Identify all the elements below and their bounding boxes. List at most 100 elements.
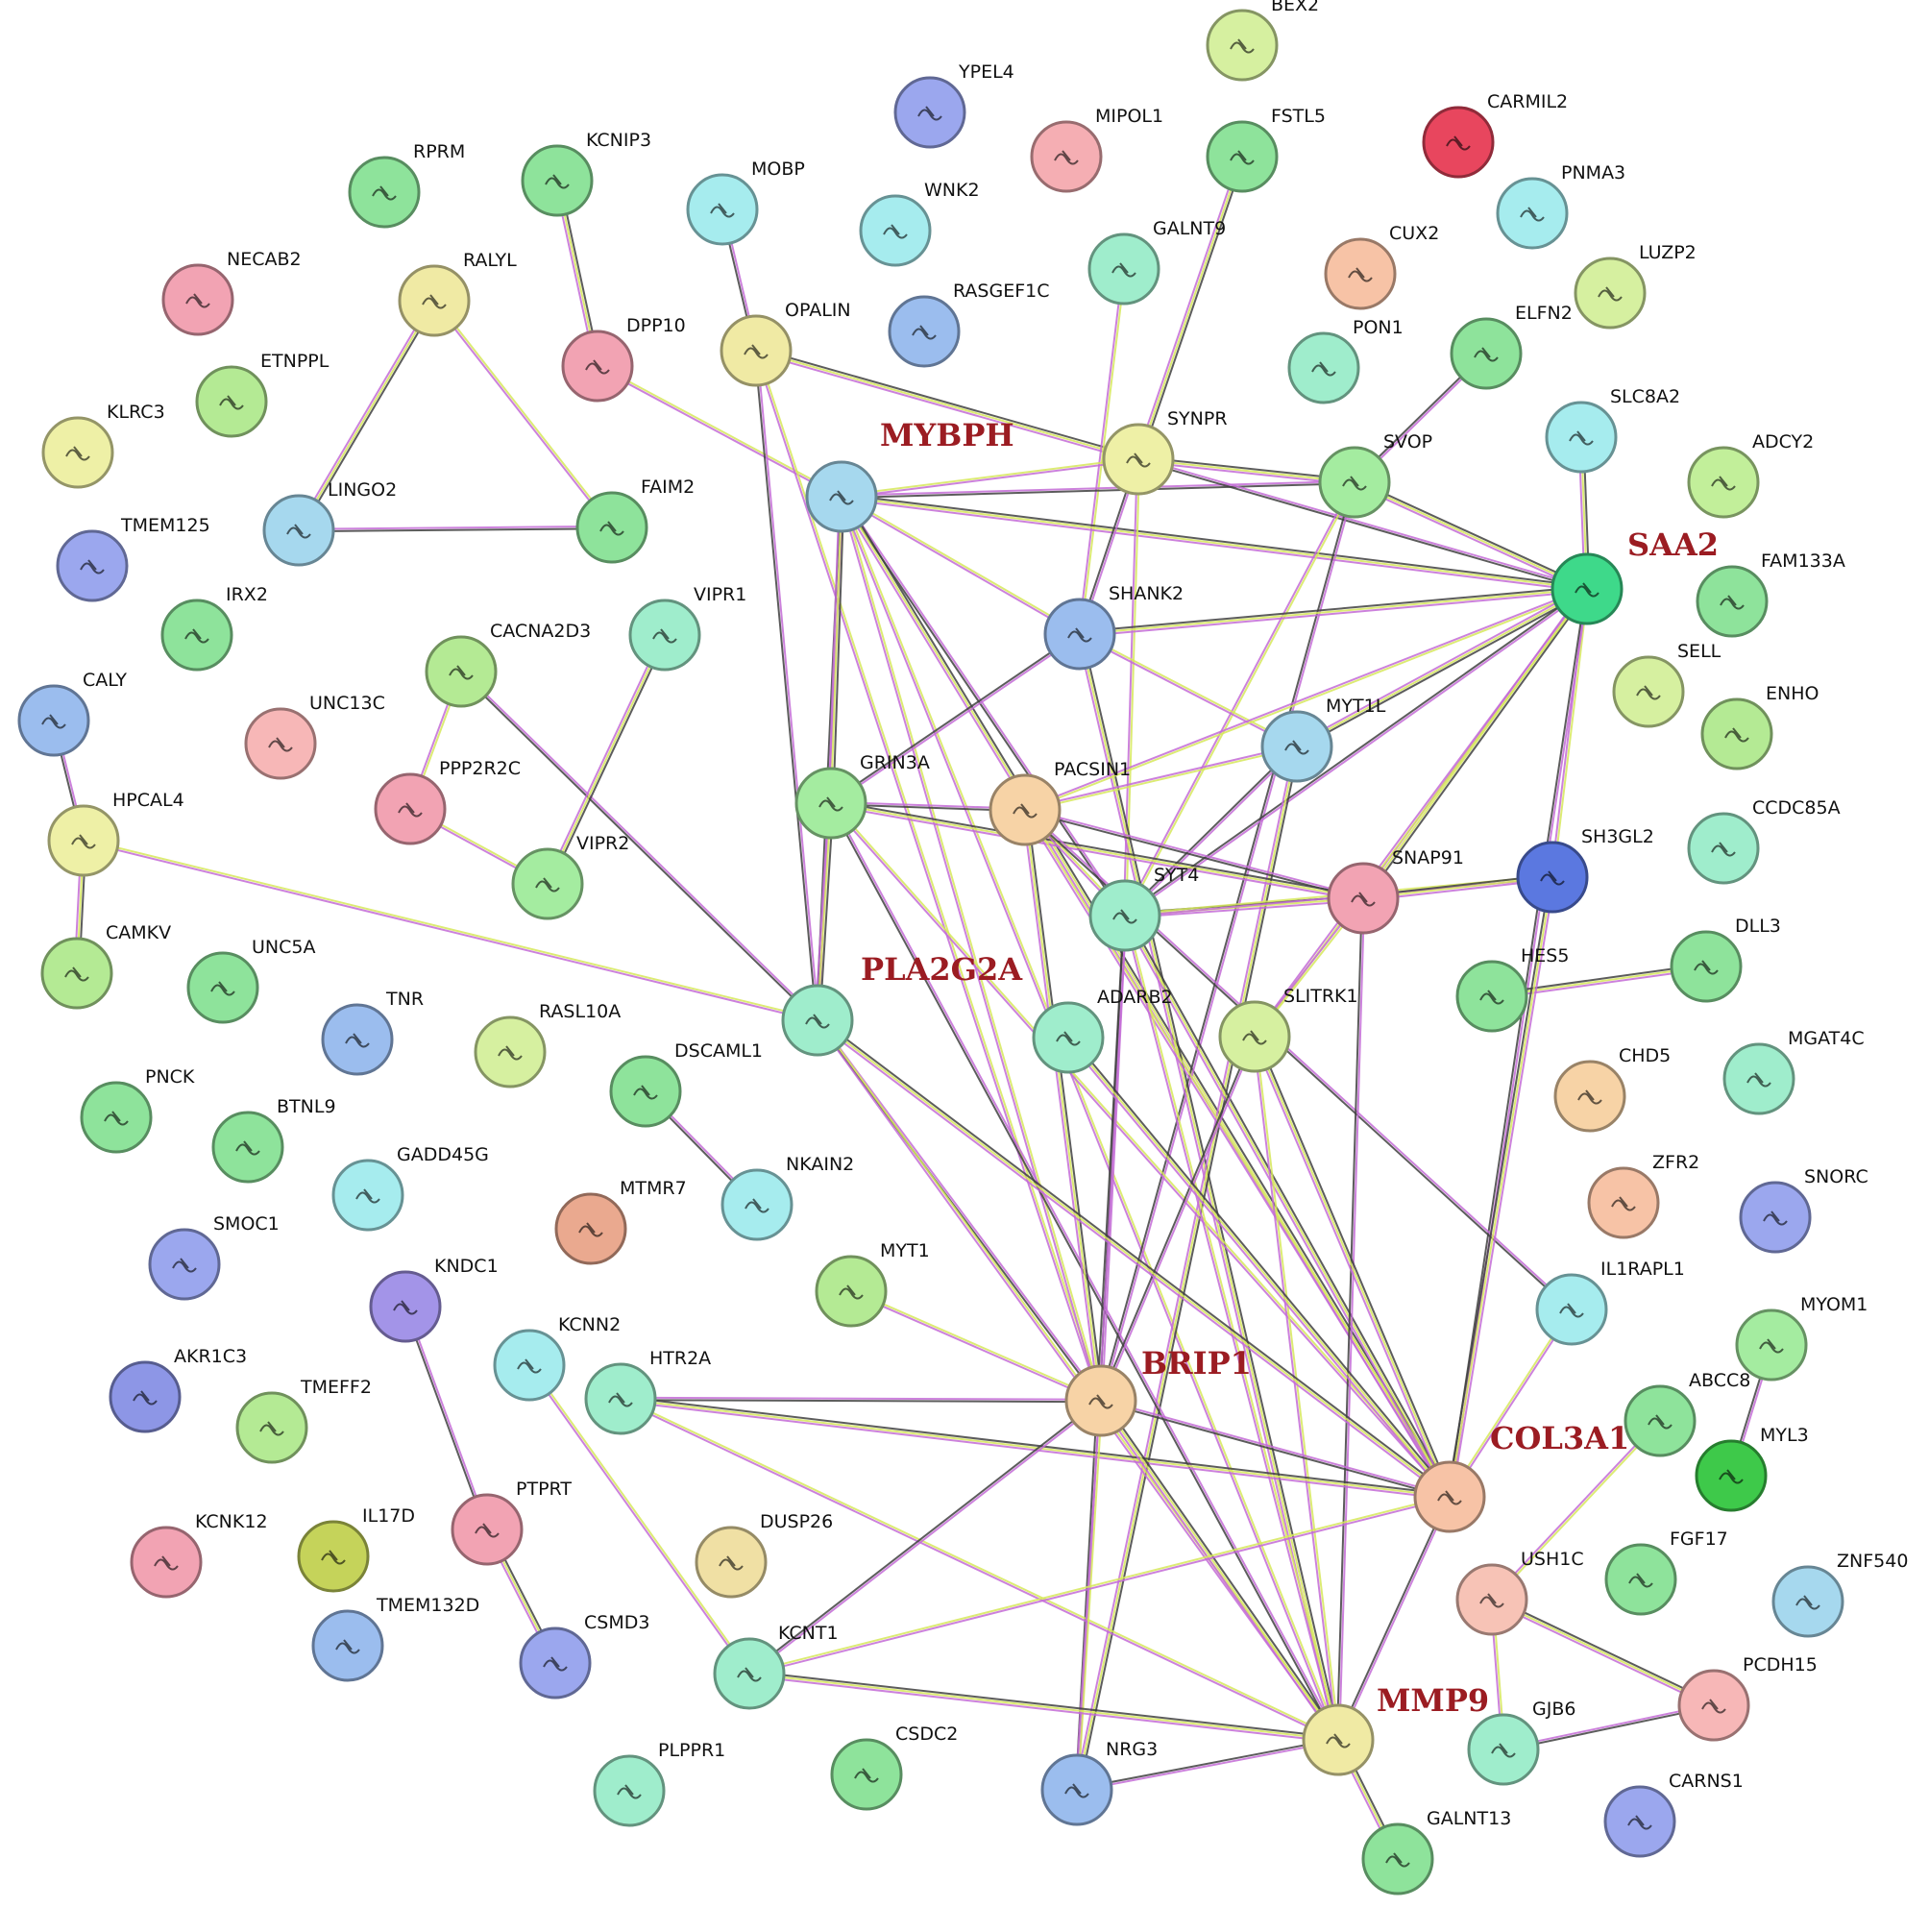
node-carns1[interactable]: CARNS1 xyxy=(1603,1771,1744,1858)
node-opalin[interactable]: OPALIN xyxy=(720,300,851,387)
node-cacna2d3[interactable]: CACNA2D3 xyxy=(425,621,591,708)
node-mybph[interactable]: MYBPH xyxy=(805,417,1014,533)
node-snap91[interactable]: SNAP91 xyxy=(1327,847,1464,935)
node-adarb2[interactable]: ADARB2 xyxy=(1032,987,1173,1074)
node-faim2[interactable]: FAIM2 xyxy=(575,477,695,564)
node-myom1[interactable]: MYOM1 xyxy=(1735,1294,1868,1382)
node-slc8a2[interactable]: SLC8A2 xyxy=(1545,386,1680,474)
node-vipr2[interactable]: VIPR2 xyxy=(511,833,629,920)
node-unc13c[interactable]: UNC13C xyxy=(244,693,385,780)
node-galnt13[interactable]: GALNT13 xyxy=(1361,1808,1511,1895)
node-brip1[interactable]: BRIP1 xyxy=(1064,1345,1252,1437)
node-snorc[interactable]: SNORC xyxy=(1739,1166,1868,1254)
node-smoc1[interactable]: SMOC1 xyxy=(148,1213,280,1301)
node-btnl9[interactable]: BTNL9 xyxy=(211,1096,336,1184)
node-nkain2[interactable]: NKAIN2 xyxy=(720,1154,854,1241)
node-wnk2[interactable]: WNK2 xyxy=(859,180,980,267)
node-htr2a[interactable]: HTR2A xyxy=(584,1348,711,1435)
node-camkv[interactable]: CAMKV xyxy=(40,922,171,1010)
node-gadd45g[interactable]: GADD45G xyxy=(331,1144,489,1232)
node-hpcal4[interactable]: HPCAL4 xyxy=(47,790,184,877)
node-pcdh15[interactable]: PCDH15 xyxy=(1677,1654,1818,1742)
node-etnppl[interactable]: ETNPPL xyxy=(195,351,330,438)
node-pnck[interactable]: PNCK xyxy=(80,1066,195,1154)
node-dscaml1[interactable]: DSCAML1 xyxy=(609,1040,763,1128)
node-abcc8[interactable]: ABCC8 xyxy=(1624,1370,1750,1457)
node-bex2[interactable]: BEX2 xyxy=(1206,0,1319,82)
node-sell[interactable]: SELL xyxy=(1612,641,1721,728)
node-ralyl[interactable]: RALYL xyxy=(398,250,517,337)
node-dusp26[interactable]: DUSP26 xyxy=(695,1511,833,1599)
node-svop[interactable]: SVOP xyxy=(1318,431,1432,519)
node-il17d[interactable]: IL17D xyxy=(297,1505,415,1593)
node-kcnk12[interactable]: KCNK12 xyxy=(130,1511,268,1599)
node-synpr[interactable]: SYNPR xyxy=(1102,408,1228,496)
node-vipr1[interactable]: VIPR1 xyxy=(628,584,746,672)
node-hes5[interactable]: HES5 xyxy=(1455,945,1569,1033)
node-mmp9[interactable]: MMP9 xyxy=(1302,1682,1489,1776)
node-kcnn2[interactable]: KCNN2 xyxy=(493,1314,621,1402)
node-rasgef1c[interactable]: RASGEF1C xyxy=(888,281,1050,368)
node-ush1c[interactable]: USH1C xyxy=(1455,1549,1584,1636)
node-znf540[interactable]: ZNF540 xyxy=(1771,1551,1908,1638)
node-pla2g2a[interactable]: PLA2G2A xyxy=(781,951,1023,1057)
node-chd5[interactable]: CHD5 xyxy=(1553,1045,1671,1133)
node-fgf17[interactable]: FGF17 xyxy=(1604,1528,1728,1616)
node-kcnip3[interactable]: KCNIP3 xyxy=(521,130,651,217)
node-tnr[interactable]: TNR xyxy=(321,989,424,1076)
node-tmem125[interactable]: TMEM125 xyxy=(56,515,210,602)
node-mgat4c[interactable]: MGAT4C xyxy=(1722,1028,1865,1115)
node-ptprt[interactable]: PTPRT xyxy=(451,1479,572,1566)
node-enho[interactable]: ENHO xyxy=(1700,683,1819,770)
node-ccdc85a[interactable]: CCDC85A xyxy=(1687,797,1841,885)
node-mipol1[interactable]: MIPOL1 xyxy=(1030,106,1163,193)
node-kndc1[interactable]: KNDC1 xyxy=(369,1256,499,1343)
node-dll3[interactable]: DLL3 xyxy=(1670,916,1781,1003)
node-elfn2[interactable]: ELFN2 xyxy=(1450,303,1573,390)
node-pnma3[interactable]: PNMA3 xyxy=(1496,162,1625,250)
node-cux2[interactable]: CUX2 xyxy=(1324,223,1439,310)
node-gjb6[interactable]: GJB6 xyxy=(1467,1699,1575,1786)
node-pacsin1[interactable]: PACSIN1 xyxy=(989,759,1131,846)
node-adcy2[interactable]: ADCY2 xyxy=(1687,431,1814,519)
node-mtmr7[interactable]: MTMR7 xyxy=(554,1178,687,1265)
node-necab2[interactable]: NECAB2 xyxy=(161,249,302,336)
node-rasl10a[interactable]: RASL10A xyxy=(474,1001,621,1088)
node-tmem132d[interactable]: TMEM132D xyxy=(311,1595,479,1682)
node-csdc2[interactable]: CSDC2 xyxy=(830,1724,958,1811)
node-mobp[interactable]: MOBP xyxy=(686,159,805,246)
node-kcnt1[interactable]: KCNT1 xyxy=(713,1623,839,1710)
node-dpp10[interactable]: DPP10 xyxy=(561,315,686,403)
node-klrc3[interactable]: KLRC3 xyxy=(41,402,165,489)
node-ypel4[interactable]: YPEL4 xyxy=(893,61,1014,149)
node-unc5a[interactable]: UNC5A xyxy=(186,937,315,1024)
node-galnt9[interactable]: GALNT9 xyxy=(1087,218,1226,306)
node-carmil2[interactable]: CARMIL2 xyxy=(1422,91,1568,179)
node-saa2[interactable]: SAA2 xyxy=(1551,526,1719,625)
node-col3a1[interactable]: COL3A1 xyxy=(1413,1420,1629,1533)
node-shank2[interactable]: SHANK2 xyxy=(1043,583,1184,671)
node-lingo2[interactable]: LINGO2 xyxy=(262,479,397,567)
node-syt4[interactable]: SYT4 xyxy=(1088,865,1199,952)
node-grin3a[interactable]: GRIN3A xyxy=(794,752,930,840)
node-luzp2[interactable]: LUZP2 xyxy=(1574,242,1697,330)
node-myt1l[interactable]: MYT1L xyxy=(1260,696,1386,783)
node-sh3gl2[interactable]: SH3GL2 xyxy=(1516,826,1654,914)
node-fam133a[interactable]: FAM133A xyxy=(1696,550,1845,638)
node-il1rapl1[interactable]: IL1RAPL1 xyxy=(1535,1259,1685,1346)
node-myt1[interactable]: MYT1 xyxy=(815,1240,930,1328)
node-rprm[interactable]: RPRM xyxy=(348,141,465,229)
node-zfr2[interactable]: ZFR2 xyxy=(1587,1152,1699,1239)
node-caly[interactable]: CALY xyxy=(17,670,127,757)
node-csmd3[interactable]: CSMD3 xyxy=(519,1612,649,1700)
node-nrg3[interactable]: NRG3 xyxy=(1040,1739,1158,1826)
node-tmeff2[interactable]: TMEFF2 xyxy=(235,1377,372,1464)
node-irx2[interactable]: IRX2 xyxy=(160,584,268,672)
node-pon1[interactable]: PON1 xyxy=(1287,317,1404,404)
node-fstl5[interactable]: FSTL5 xyxy=(1206,106,1326,193)
node-ppp2r2c[interactable]: PPP2R2C xyxy=(374,758,521,845)
node-slitrk1[interactable]: SLITRK1 xyxy=(1218,986,1358,1073)
node-plppr1[interactable]: PLPPR1 xyxy=(593,1740,725,1827)
node-myl3[interactable]: MYL3 xyxy=(1695,1425,1809,1512)
node-akr1c3[interactable]: AKR1C3 xyxy=(109,1346,247,1433)
